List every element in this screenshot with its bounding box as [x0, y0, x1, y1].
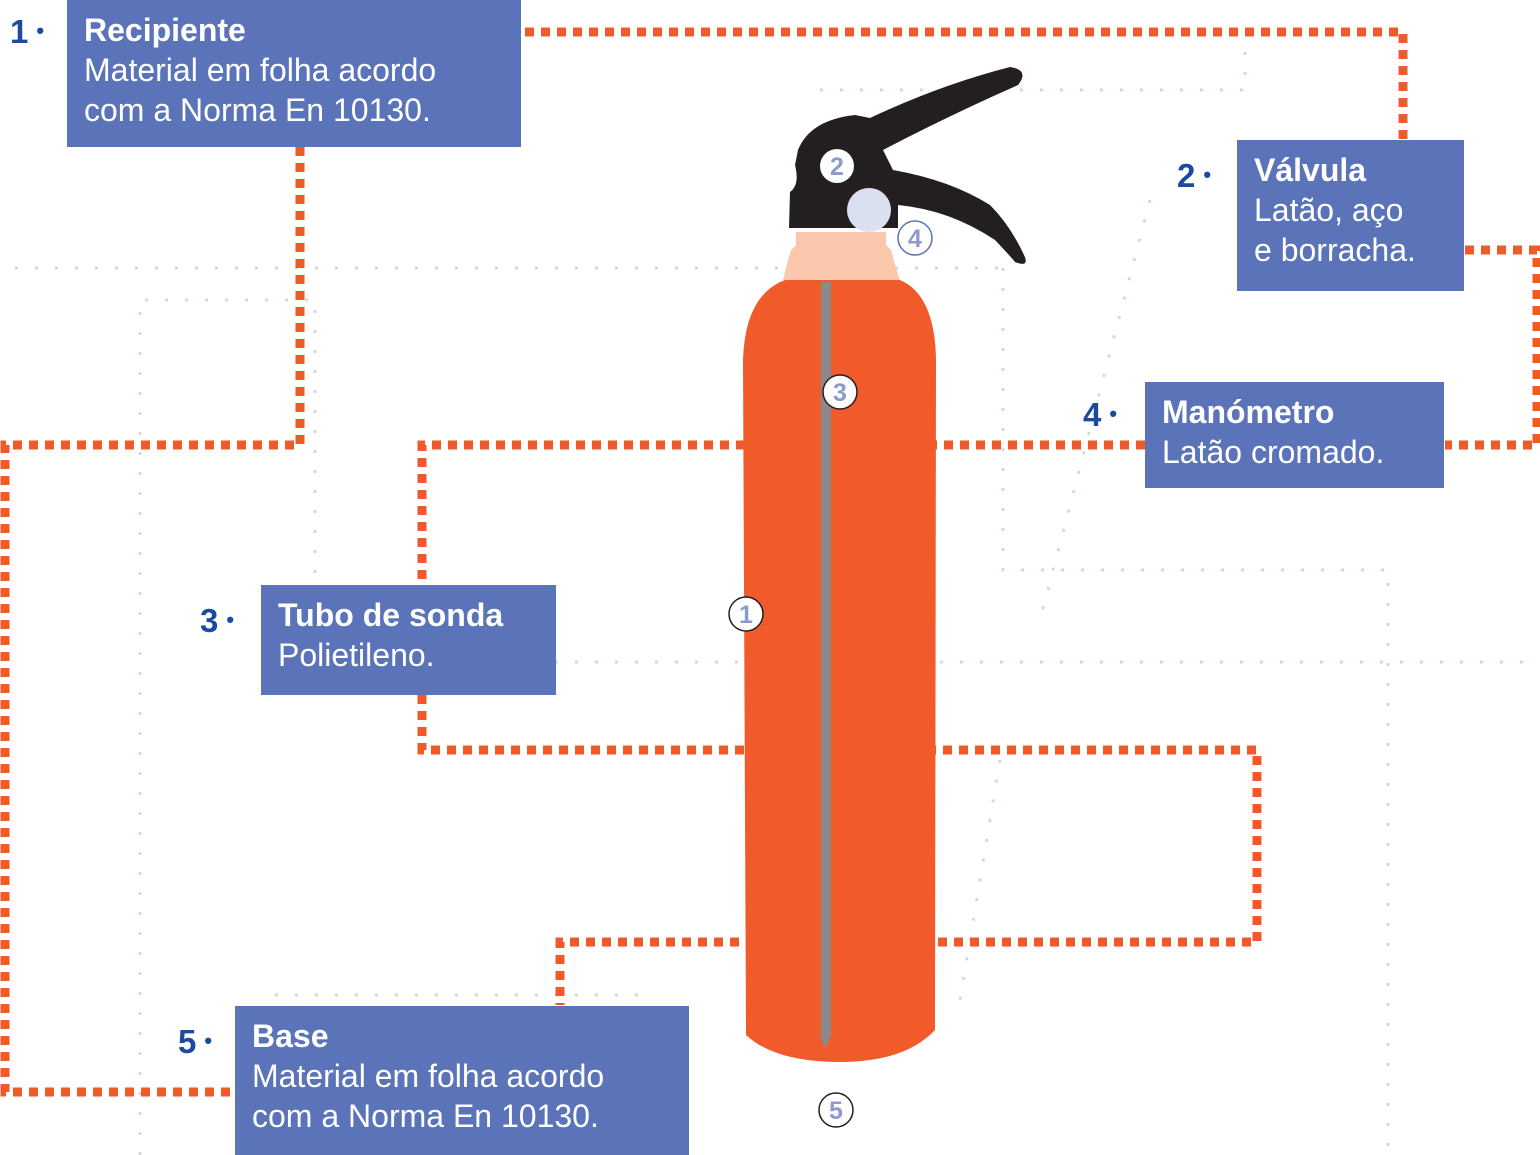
component-2-description: Latão, aço e borracha.	[1254, 192, 1416, 268]
marker-1-text: 1	[739, 601, 753, 629]
component-5-number: 5•	[178, 1023, 213, 1060]
marker-2: 2	[820, 149, 854, 183]
gauge-icon	[847, 188, 891, 232]
component-1-number-text: 1	[10, 13, 29, 50]
marker-4-text: 4	[908, 225, 922, 253]
component-3-number-text: 3	[200, 602, 219, 639]
component-5-number-text: 5	[178, 1023, 197, 1060]
markers: 1 2 3 4 5	[728, 149, 933, 1128]
component-2-title: Válvula	[1254, 152, 1367, 188]
marker-1: 1	[728, 596, 764, 632]
component-3-title: Tubo de sonda	[278, 597, 504, 633]
extinguisher	[743, 67, 1026, 1062]
component-5-title: Base	[252, 1018, 329, 1054]
component-4-description: Latão cromado.	[1162, 434, 1385, 470]
valve-collar	[783, 232, 900, 280]
component-3-number: 3•	[200, 602, 235, 639]
component-5-box: Base Material em folha acordo com a Norm…	[235, 1006, 689, 1155]
leader-manometro-right	[1445, 245, 1540, 450]
component-4-title: Manómetro	[1162, 394, 1335, 430]
component-4-number-text: 4	[1083, 396, 1102, 433]
component-4-box: Manómetro Latão cromado.	[1145, 382, 1444, 488]
leader-tubo	[417, 440, 745, 585]
marker-5: 5	[818, 1092, 854, 1128]
marker-3-text: 3	[833, 379, 847, 407]
component-1-box: Recipiente Material em folha acordo com …	[67, 0, 521, 147]
leader-recipiente	[0, 147, 305, 1097]
component-3-box: Tubo de sonda Polietileno.	[261, 585, 556, 695]
siphon-tube	[821, 282, 831, 1048]
marker-5-text: 5	[829, 1097, 843, 1125]
leader-valvula	[525, 27, 1408, 140]
component-3-description: Polietileno.	[278, 637, 435, 673]
component-1-title: Recipiente	[84, 12, 246, 48]
component-1-number: 1•	[10, 13, 45, 50]
component-2-box: Válvula Latão, aço e borracha.	[1237, 140, 1464, 291]
leader-lines	[0, 27, 1540, 1097]
component-4-number: 4•	[1083, 396, 1118, 433]
component-2-number: 2•	[1177, 157, 1212, 194]
marker-4: 4	[897, 220, 933, 256]
component-2-number-text: 2	[1177, 157, 1196, 194]
extinguisher-body	[743, 280, 936, 1062]
marker-2-text: 2	[830, 153, 844, 181]
component-1-description: Material em folha acordo com a Norma En …	[84, 52, 437, 128]
component-5-description: Material em folha acordo com a Norma En …	[252, 1058, 605, 1134]
marker-3: 3	[822, 374, 858, 410]
